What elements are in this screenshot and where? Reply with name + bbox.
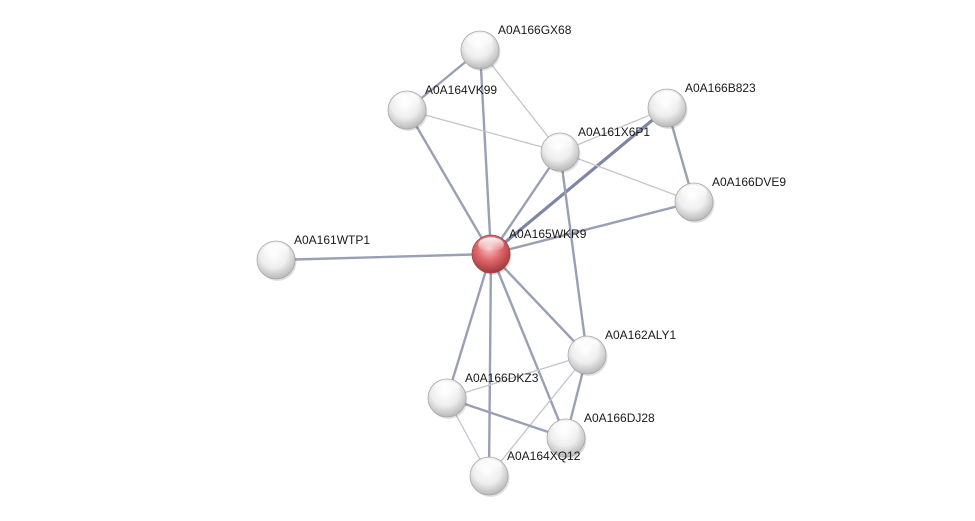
node-highlight (654, 91, 680, 106)
edge-A0A165WKR9-A0A166GX68[interactable] (478, 48, 493, 256)
node-label: A0A166B823 (685, 81, 756, 95)
node-label: A0A162ALY1 (605, 328, 676, 342)
node-highlight (476, 459, 502, 474)
edge-A0A165WKR9-A0A166B823[interactable] (489, 106, 669, 256)
edge-A0A166GX68-A0A161X6P1[interactable] (479, 49, 561, 153)
node-label: A0A166DJ28 (584, 411, 655, 425)
node-highlight (547, 135, 573, 150)
node-label: A0A164XQ12 (507, 449, 581, 463)
edge-A0A161X6P1-A0A162ALY1[interactable] (558, 150, 589, 357)
node-highlight (394, 93, 420, 108)
node-A0A161WTP1[interactable]: A0A161WTP1 (256, 233, 370, 281)
node-A0A166DJ28[interactable]: A0A166DJ28 (546, 411, 655, 459)
edge-A0A162ALY1-A0A164XQ12[interactable] (488, 354, 588, 477)
edge-A0A164VK99-A0A161X6P1[interactable] (406, 109, 561, 153)
node-highlight (467, 33, 493, 48)
node-label: A0A166DKZ3 (465, 371, 539, 385)
edge-A0A165WKR9-A0A166DVE9[interactable] (489, 200, 696, 256)
node-A0A166GX68[interactable]: A0A166GX68 (460, 23, 572, 71)
node-label: A0A164VK99 (425, 83, 497, 97)
edge-A0A162ALY1-A0A166DKZ3[interactable] (446, 354, 588, 399)
node-label: A0A165WKR9 (509, 227, 587, 241)
node-label: A0A161WTP1 (294, 233, 370, 247)
edge-A0A165WKR9-A0A166DJ28[interactable] (489, 252, 568, 440)
edge-A0A161X6P1-A0A166DVE9[interactable] (559, 151, 695, 203)
node-label: A0A166DVE9 (712, 175, 786, 189)
node-highlight (478, 237, 504, 252)
node-A0A164XQ12[interactable]: A0A164XQ12 (469, 449, 581, 497)
node-label: A0A166GX68 (498, 23, 572, 37)
edge-A0A165WKR9-A0A161WTP1[interactable] (274, 252, 493, 262)
node-highlight (681, 185, 707, 200)
node-A0A161X6P1[interactable]: A0A161X6P1 (540, 125, 650, 173)
node-A0A166B823[interactable]: A0A166B823 (647, 81, 756, 129)
node-highlight (263, 243, 289, 258)
edge-A0A165WKR9-A0A161X6P1[interactable] (489, 150, 562, 256)
node-A0A162ALY1[interactable]: A0A162ALY1 (567, 328, 676, 376)
edge-A0A165WKR9-A0A166DKZ3[interactable] (445, 252, 493, 400)
node-A0A164VK99[interactable]: A0A164VK99 (387, 83, 497, 131)
node-A0A166DVE9[interactable]: A0A166DVE9 (674, 175, 786, 223)
node-highlight (434, 381, 460, 396)
edge-A0A165WKR9-A0A164XQ12[interactable] (487, 252, 493, 478)
edge-A0A165WKR9-A0A164VK99[interactable] (405, 108, 493, 256)
node-A0A166DKZ3[interactable]: A0A166DKZ3 (427, 371, 539, 419)
node-A0A165WKR9[interactable]: A0A165WKR9 (471, 227, 587, 275)
edge-A0A166DKZ3-A0A166DJ28[interactable] (445, 396, 568, 440)
node-layer: A0A165WKR9 A0A166GX68A0A164VK99A0A161X6P1… (256, 23, 786, 497)
node-highlight (574, 338, 600, 353)
node-label: A0A161X6P1 (578, 125, 650, 139)
node-highlight (553, 421, 579, 436)
edge-A0A165WKR9-A0A162ALY1[interactable] (489, 252, 589, 357)
